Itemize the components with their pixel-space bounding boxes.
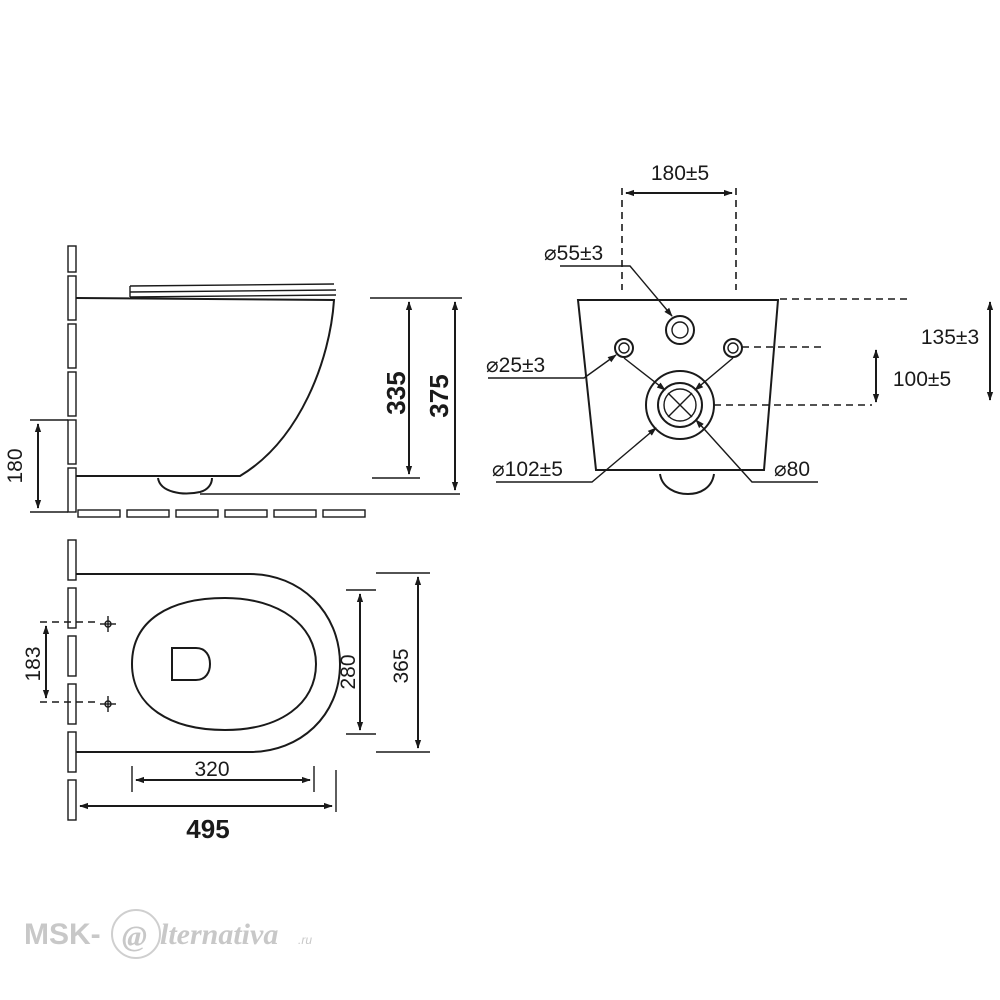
dim-320-label: 320 — [194, 758, 229, 781]
bowl-outline-top — [76, 573, 342, 753]
dim-280-label: 280 — [337, 654, 360, 689]
bowl-rim-inner — [130, 596, 318, 732]
dim-183-label: 183 — [22, 646, 45, 681]
dim-d25-label: ⌀25±3 — [486, 354, 545, 377]
floor-segments — [77, 509, 366, 518]
hole-25-right — [723, 338, 743, 358]
dim-100-label: 100±5 — [893, 368, 951, 391]
watermark-logo: MSK- @ lternativa .ru — [24, 909, 312, 959]
fixing-hole-icon — [100, 616, 116, 632]
wall-segments-top — [67, 539, 77, 821]
dim-180-label: 180 — [4, 448, 27, 483]
side-view: 180 335 375 — [4, 245, 462, 518]
fixing-hole-icon — [100, 696, 116, 712]
dim-375-label: 375 — [424, 374, 454, 417]
bowl-outlet — [157, 477, 213, 495]
drain-opening — [171, 647, 212, 681]
dim-135-label: 135±3 — [921, 326, 979, 349]
wall-segments-vertical — [67, 245, 77, 513]
dim-d80-label: ⌀80 — [774, 458, 810, 481]
watermark-domain: .ru — [298, 933, 312, 947]
outlet-80-circle — [657, 382, 703, 428]
toilet-bowl-profile — [75, 297, 336, 477]
watermark-suffix: lternativa — [160, 918, 278, 951]
dim-365-label: 365 — [390, 648, 413, 683]
top-view: 183 280 365 320 495 — [22, 539, 430, 844]
inlet-55-hole — [665, 315, 695, 345]
watermark-at-glyph: @ — [122, 920, 147, 953]
rear-view: 180±5 135±3 100±5 ⌀55±3 ⌀25±3 — [486, 162, 994, 496]
hole-25-left — [614, 338, 634, 358]
dim-d102-label: ⌀102±5 — [492, 458, 563, 481]
rear-outlet — [659, 473, 715, 496]
dim-d55-label: ⌀55±3 — [544, 242, 603, 265]
dim-180-tol-label: 180±5 — [651, 162, 709, 185]
dim-495-label: 495 — [186, 814, 229, 844]
dim-335-label: 335 — [381, 371, 411, 414]
toilet-lid — [129, 283, 337, 298]
rear-body-outline — [576, 299, 780, 471]
watermark-prefix: MSK- — [24, 918, 101, 951]
